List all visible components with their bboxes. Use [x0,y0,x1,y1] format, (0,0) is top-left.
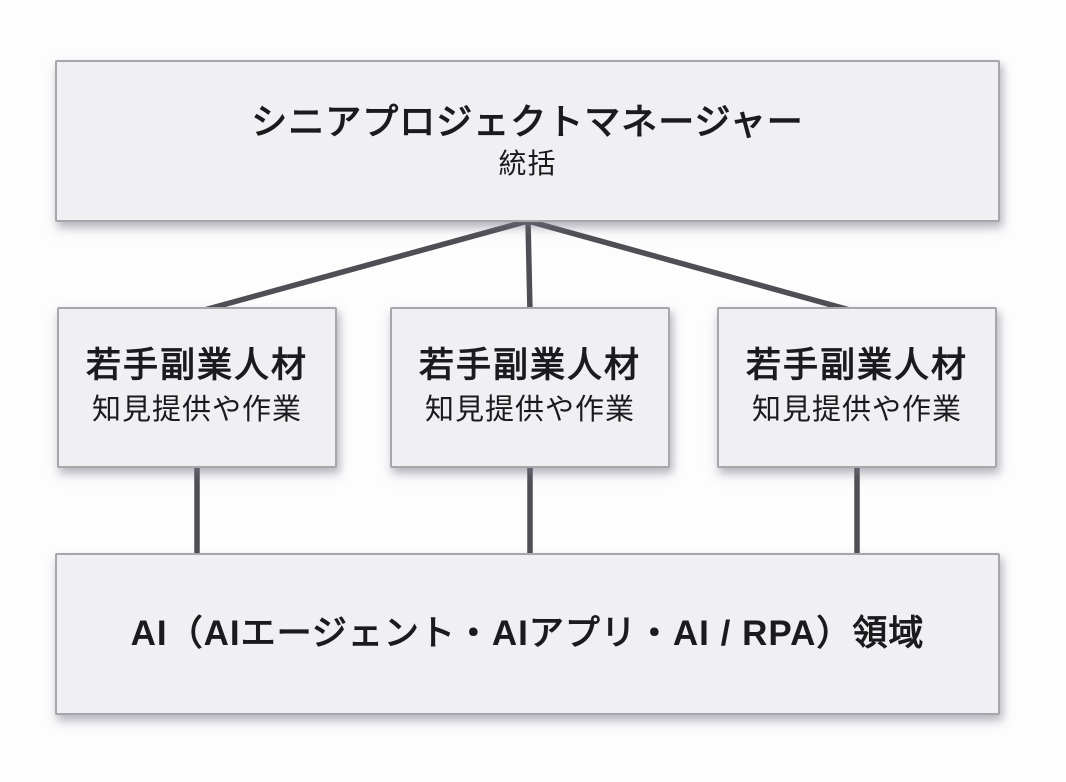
node-title: 若手副業人材 [418,346,641,386]
connector-top-to-mid-right [525,218,860,315]
node-subtitle: 統括 [498,147,557,179]
node-senior-project-manager: シニアプロジェクトマネージャー 統括 [55,60,1000,222]
connector-top-to-mid-left [194,218,531,315]
node-subtitle: 知見提供や作業 [424,394,635,426]
node-title: 若手副業人材 [85,346,308,386]
node-young-talent-1: 若手副業人材 知見提供や作業 [57,307,337,468]
node-young-talent-3: 若手副業人材 知見提供や作業 [717,307,997,468]
node-ai-domain: AI（AIエージェント・AIアプリ・AI / RPA）領域 [55,553,1000,715]
node-subtitle: 知見提供や作業 [91,394,302,426]
node-title: AI（AIエージェント・AIアプリ・AI / RPA）領域 [130,613,925,653]
node-title: シニアプロジェクトマネージャー [251,100,804,142]
node-title: 若手副業人材 [745,346,968,386]
node-young-talent-2: 若手副業人材 知見提供や作業 [390,307,670,468]
connector-top-to-mid-center [525,218,533,315]
node-subtitle: 知見提供や作業 [751,394,962,426]
